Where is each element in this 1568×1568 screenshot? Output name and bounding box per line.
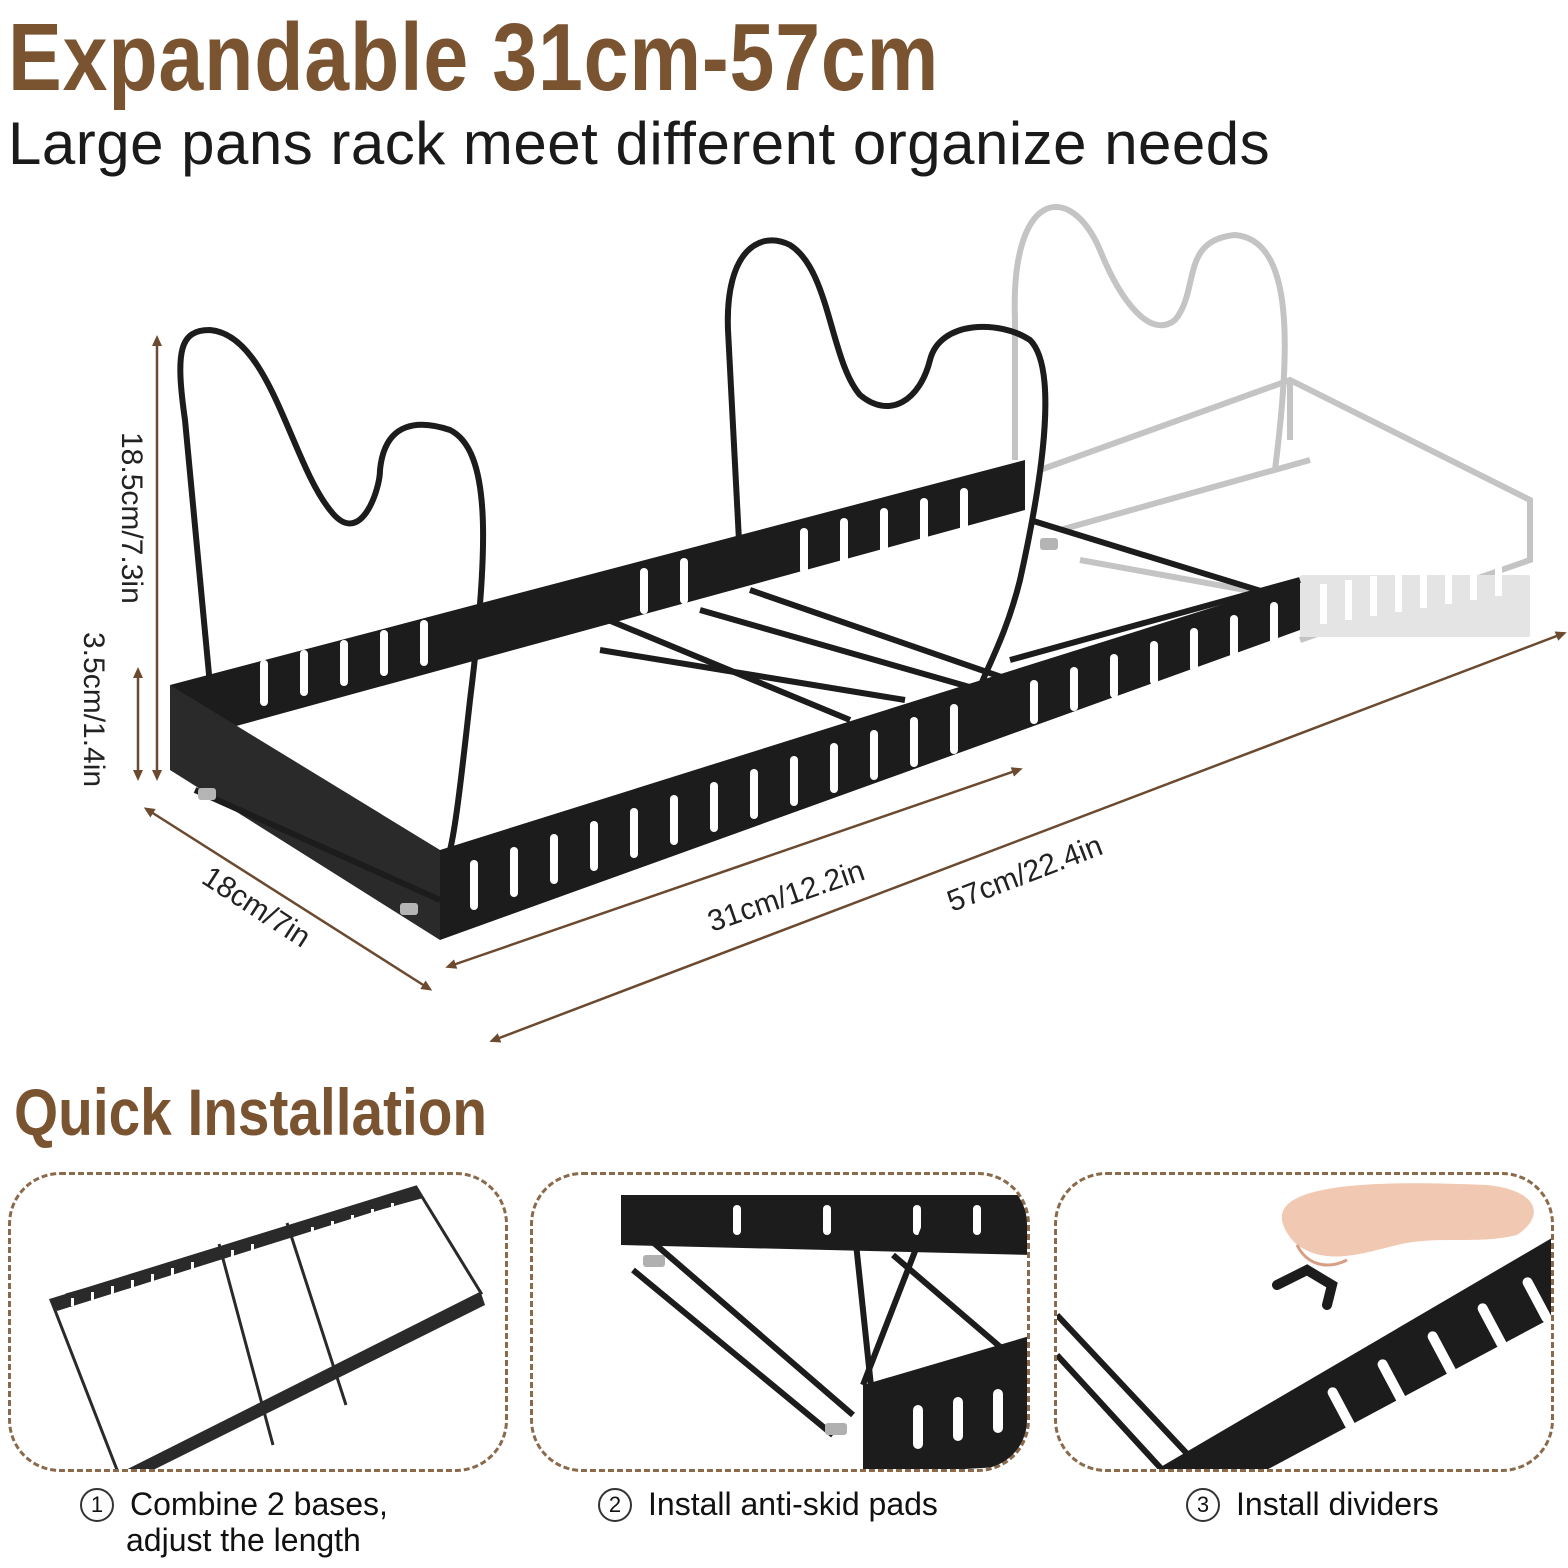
- depth-arrow: [143, 807, 433, 991]
- step-2-panel: [530, 1172, 1030, 1472]
- step-3-caption: 3 Install dividers: [1186, 1486, 1439, 1522]
- page-subtitle: Large pans rack meet different organize …: [8, 110, 1271, 177]
- dimension-arrows: [133, 335, 1567, 1043]
- installation-title: Quick Installation: [14, 1075, 488, 1149]
- rack-front-rail: [170, 580, 1300, 940]
- step-3-panel: [1054, 1172, 1554, 1472]
- step-2-caption: 2 Install anti-skid pads: [598, 1486, 938, 1522]
- step-1-panel: [8, 1172, 508, 1472]
- step-1-line1: Combine 2 bases,: [130, 1486, 388, 1522]
- combined-bases-illustration: [49, 1185, 485, 1469]
- step-1-caption: 1 Combine 2 bases, adjust the length: [80, 1486, 388, 1558]
- max-length-label: 57cm/22.4in: [943, 829, 1107, 918]
- base-height-label: 3.5cm/1.4in: [77, 632, 110, 787]
- anti-skid-pads-photo: [621, 1195, 1027, 1469]
- step-2-number: 2: [598, 1488, 632, 1522]
- step-1-line2: adjust the length: [126, 1522, 361, 1558]
- max-length-arrow: [489, 631, 1567, 1043]
- page-title: Expandable 31cm-57cm: [8, 4, 940, 111]
- depth-label: 18cm/7in: [196, 860, 316, 954]
- rack-dimension-diagram: 18.5cm/7.3in 3.5cm/1.4in 18cm/7in 31cm/1…: [77, 204, 1567, 1043]
- install-dividers-photo: [1057, 1183, 1551, 1469]
- ghost-rail-slots: [1300, 556, 1530, 637]
- step-3-line1: Install dividers: [1236, 1486, 1439, 1522]
- rack-dividers: [177, 237, 1049, 853]
- pad-icon: [643, 1255, 847, 1435]
- min-length-label: 31cm/12.2in: [704, 854, 869, 938]
- step-1-number: 1: [80, 1488, 114, 1522]
- step-3-number: 3: [1186, 1488, 1220, 1522]
- hand-icon: [1281, 1183, 1534, 1257]
- step-2-line1: Install anti-skid pads: [648, 1486, 938, 1522]
- height-label: 18.5cm/7.3in: [115, 432, 148, 604]
